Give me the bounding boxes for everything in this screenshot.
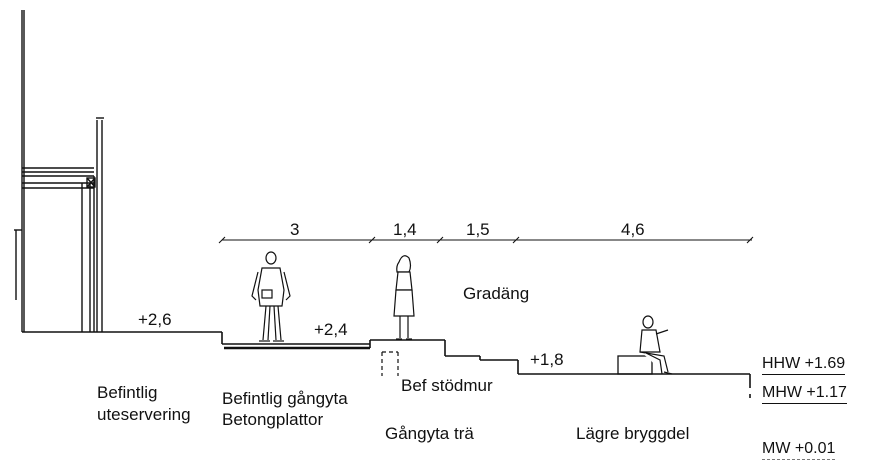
dimension-line: [218, 236, 754, 244]
water-level-mw: MW +0.01: [762, 440, 836, 460]
water-level-hhw: HHW +1.69: [762, 355, 846, 375]
label-befintlig: Befintlig: [97, 383, 158, 402]
label-uteservering: uteservering: [97, 405, 191, 424]
label-bef-stodmur: Bef stödmur: [401, 376, 493, 395]
level-left-terrace: +2,6: [138, 310, 172, 329]
man-figure: [251, 251, 291, 342]
dimension-1-5: 1,5: [466, 220, 490, 239]
label-gangyta-tra: Gångyta trä: [385, 424, 474, 443]
dimension-1-4: 1,4: [393, 220, 417, 239]
dimension-4-6: 4,6: [621, 220, 645, 239]
building-facade: [14, 10, 104, 332]
level-lower: +1,8: [530, 350, 564, 369]
label-betongplattor: Betongplattor: [222, 410, 324, 429]
water-level-mhw: MHW +1.17: [762, 384, 847, 404]
dimension-3: 3: [290, 220, 300, 239]
retaining-wall: [381, 351, 399, 376]
label-befintlig-gangyta: Befintlig gångyta: [222, 389, 348, 408]
seated-person-figure: [639, 315, 673, 375]
label-lagre-bryggdel: Lägre bryggdel: [576, 424, 690, 443]
bench: [617, 355, 653, 375]
woman-figure: [393, 255, 415, 340]
ground-profile: [22, 331, 751, 398]
label-gradang: Gradäng: [463, 284, 530, 303]
level-paving: +2,4: [314, 320, 348, 339]
